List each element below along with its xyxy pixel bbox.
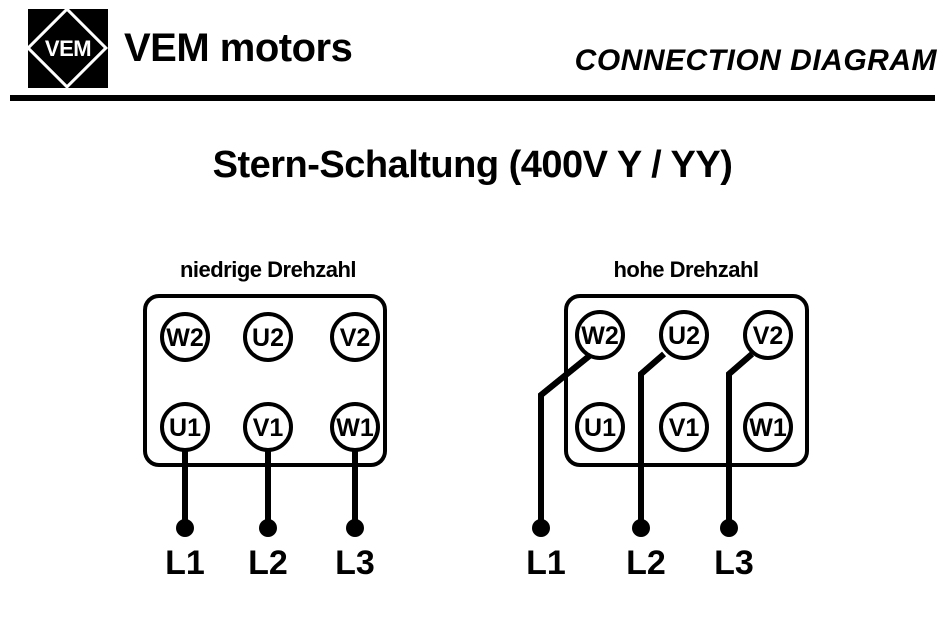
wire-w2-l1-overlay bbox=[538, 350, 595, 528]
terminal-label: U2 bbox=[668, 322, 700, 350]
terminal-w2-low[interactable]: W2 bbox=[160, 312, 210, 362]
terminal-label: U1 bbox=[584, 414, 616, 442]
supply-dot-l3-high bbox=[720, 519, 738, 537]
terminal-u1-low[interactable]: U1 bbox=[160, 402, 210, 452]
diagram-low-speed: niedrige Drehzahl W2 U2 V2 bbox=[143, 257, 387, 582]
terminal-label: W1 bbox=[749, 414, 787, 442]
supply-dot-l2-high bbox=[632, 519, 650, 537]
supply-dot-l3-low bbox=[346, 519, 364, 537]
terminal-v1-low[interactable]: V1 bbox=[243, 402, 293, 452]
supply-label-l3-low: L3 bbox=[335, 544, 375, 582]
supply-label-l1-high: L1 bbox=[526, 544, 566, 582]
terminal-w1-low[interactable]: W1 bbox=[330, 402, 380, 452]
wire-u2-l2 bbox=[638, 351, 666, 528]
terminal-label: W2 bbox=[166, 324, 204, 352]
supply-label-l2-high: L2 bbox=[626, 544, 666, 582]
terminal-u1-high[interactable]: U1 bbox=[575, 402, 625, 452]
terminal-label: V2 bbox=[340, 324, 371, 352]
supply-dot-l1-low bbox=[176, 519, 194, 537]
supply-label-l3-high: L3 bbox=[714, 544, 754, 582]
supply-label-l2-low: L2 bbox=[248, 544, 288, 582]
diagram-high-speed: hohe Drehzahl W2 U2 V2 bbox=[526, 257, 809, 582]
page-title: Stern-Schaltung (400V Y / YY) bbox=[212, 144, 733, 186]
terminal-box-low-speed bbox=[143, 294, 387, 467]
caption-low-speed: niedrige Drehzahl bbox=[180, 257, 356, 282]
page-header: VEM VEM motors CONNECTION DIAGRAM bbox=[0, 0, 945, 101]
supply-dot-l2-low bbox=[259, 519, 277, 537]
terminal-label: W1 bbox=[336, 414, 374, 442]
terminal-label: W2 bbox=[581, 322, 619, 350]
terminal-label: V2 bbox=[753, 322, 784, 350]
wire-u2-l2-overlay bbox=[638, 351, 666, 528]
vem-logo: VEM bbox=[25, 6, 109, 90]
terminal-w1-high[interactable]: W1 bbox=[743, 402, 793, 452]
terminal-label: V1 bbox=[669, 414, 700, 442]
terminal-u2-high[interactable]: U2 bbox=[659, 310, 709, 360]
terminal-label: U1 bbox=[169, 414, 201, 442]
document-kind: CONNECTION DIAGRAM bbox=[574, 44, 937, 77]
terminal-u2-low[interactable]: U2 bbox=[243, 312, 293, 362]
supply-label-l1-low: L1 bbox=[165, 544, 205, 582]
terminal-box-high-speed bbox=[564, 294, 809, 467]
terminal-v2-high[interactable]: V2 bbox=[743, 310, 793, 360]
supply-dot-l1-high bbox=[532, 519, 550, 537]
terminal-v1-high[interactable]: V1 bbox=[659, 402, 709, 452]
caption-high-speed: hohe Drehzahl bbox=[613, 257, 758, 282]
header-divider bbox=[10, 95, 935, 101]
terminal-label: V1 bbox=[253, 414, 284, 442]
logo-text: VEM bbox=[44, 35, 92, 61]
terminal-w2-high[interactable]: W2 bbox=[575, 310, 625, 360]
wire-v2-l3-overlay bbox=[726, 351, 754, 528]
terminal-label: U2 bbox=[252, 324, 284, 352]
terminal-v2-low[interactable]: V2 bbox=[330, 312, 380, 362]
brand-name: VEM motors bbox=[124, 26, 353, 70]
